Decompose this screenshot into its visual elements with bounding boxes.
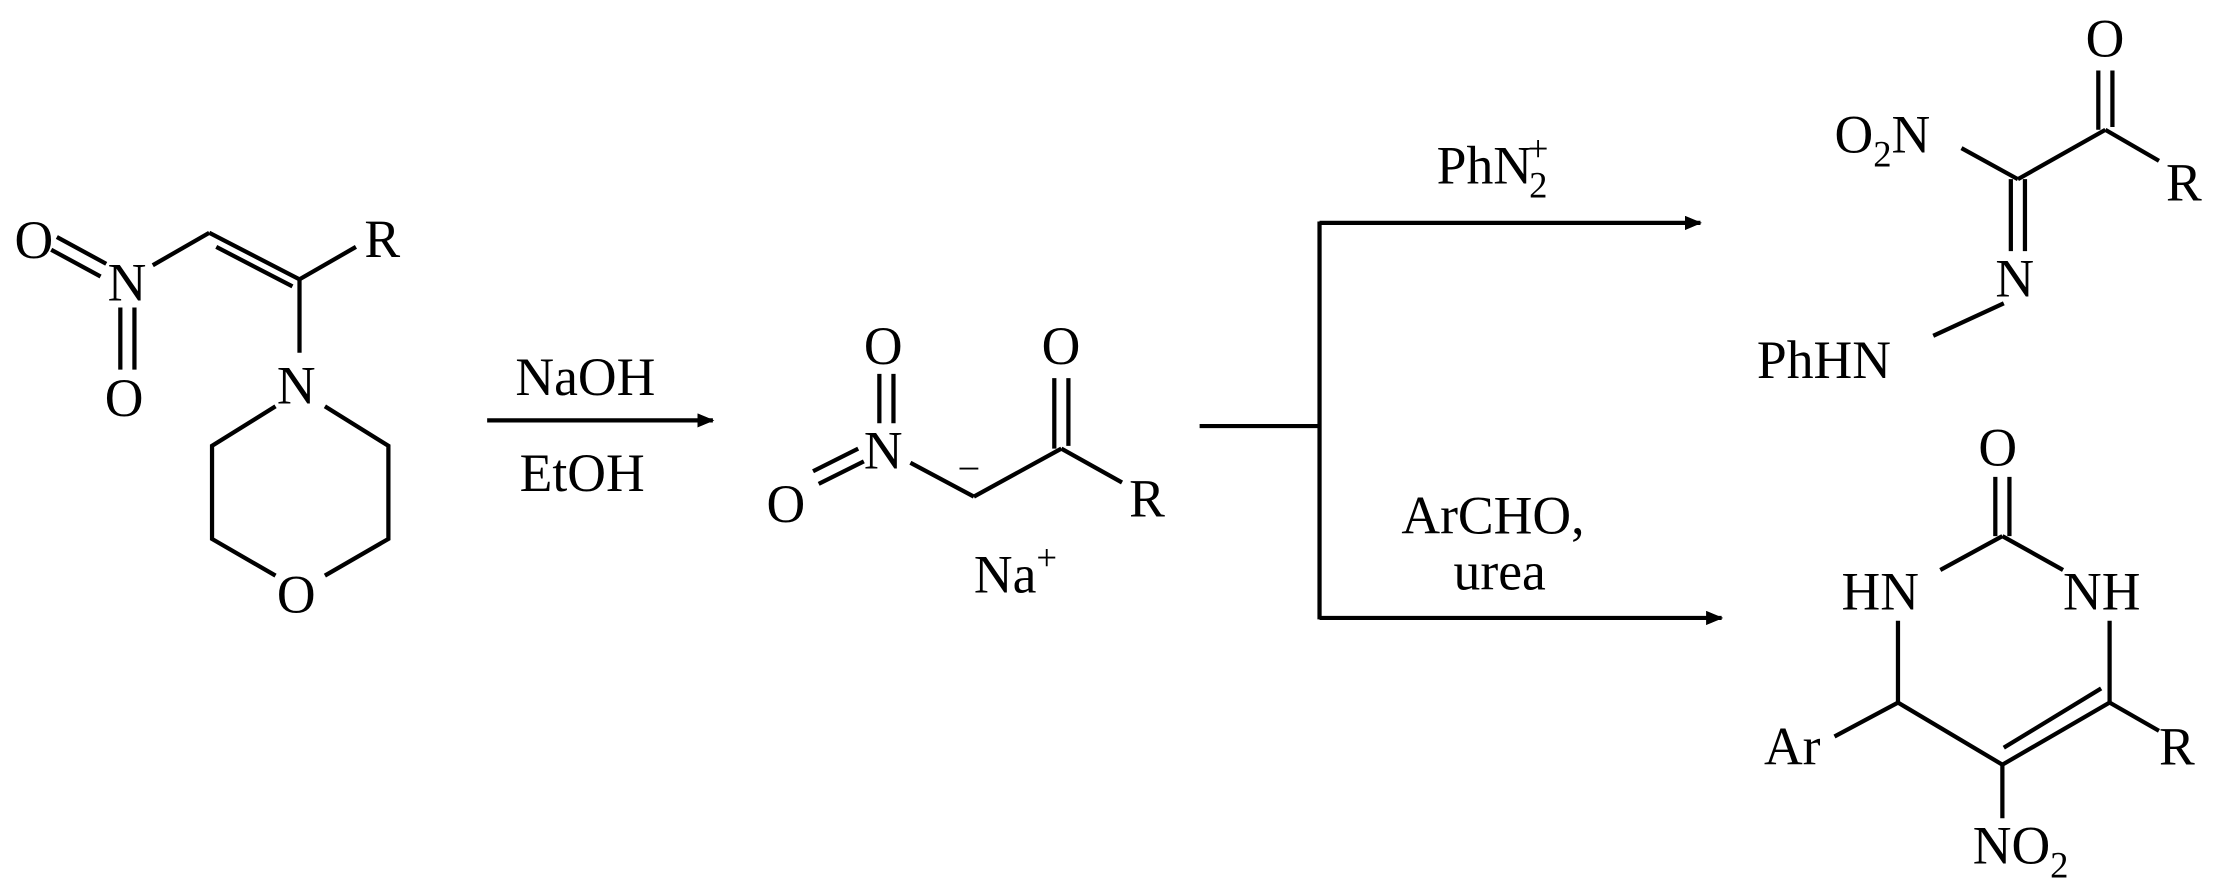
group-no2: O2N — [1834, 104, 1930, 174]
atom-o: O — [1978, 418, 2017, 478]
bond — [1939, 534, 2004, 572]
counterion-na: Na+ — [974, 537, 1057, 605]
group-nh: NH — [2063, 561, 2140, 621]
bond — [2016, 127, 2107, 182]
bond — [151, 230, 211, 268]
reagent-naoh: NaOH — [515, 347, 655, 407]
bond — [2108, 700, 2161, 733]
bond — [215, 245, 294, 289]
atom-n: N — [864, 420, 903, 480]
atom-n: N — [277, 355, 316, 415]
reagent-phenyldiazonium: PhN2+ — [1437, 128, 1549, 206]
label-part: O — [1834, 104, 1873, 164]
product-dihydropyrimidinone: O HN NH Ar R NO2 — [1764, 418, 2195, 886]
reagent-urea: urea — [1454, 542, 1546, 602]
label-part: PhN — [1437, 135, 1532, 195]
bond — [298, 245, 357, 282]
label-part: 2 — [1529, 165, 1547, 206]
bond — [1960, 146, 2019, 182]
group-no2: NO2 — [1973, 815, 2069, 885]
reactant-nitroenamine: O N O R N O — [15, 209, 401, 625]
reaction-arrow-1: NaOH EtOH — [487, 347, 715, 503]
branch-arrows: PhN2+ ArCHO, urea — [1199, 128, 1724, 625]
atom-ar: Ar — [1764, 717, 1821, 777]
atom-o: O — [864, 316, 903, 376]
bond — [909, 460, 975, 499]
group-hn: HN — [1842, 561, 1919, 621]
reagent-etoh: EtOH — [520, 443, 645, 503]
atom-o: O — [277, 564, 316, 624]
label-part: + — [1528, 128, 1549, 169]
bond — [812, 446, 860, 474]
label-part: + — [1036, 537, 1057, 578]
bond — [2001, 700, 2111, 767]
label-part: N — [1892, 104, 1931, 164]
group-phhn: PhHN — [1757, 330, 1891, 390]
product-hydrazone: O2N O R N PhHN — [1757, 8, 2202, 390]
atom-r: R — [2159, 717, 2195, 777]
bond — [1932, 301, 2005, 338]
atom-n: N — [1995, 248, 2034, 308]
atom-o: O — [766, 474, 805, 534]
bond — [2002, 686, 2103, 750]
charge-minus: – — [959, 444, 979, 485]
intermediate-nitronate-salt: O N O – O R Na+ — [766, 316, 1165, 605]
bond — [50, 247, 102, 279]
label-part: NO — [1973, 815, 2050, 875]
bond — [323, 404, 391, 578]
bond — [1896, 700, 2004, 767]
bond — [2104, 127, 2161, 163]
bond — [972, 446, 1063, 499]
atom-r: R — [1129, 468, 1165, 528]
atom-o: O — [15, 210, 54, 270]
reagent-archo: ArCHO, — [1401, 485, 1584, 545]
atom-n: N — [108, 253, 147, 313]
label-part: Na — [974, 545, 1037, 605]
label-part: 2 — [1873, 133, 1891, 174]
bond — [817, 459, 865, 486]
bond — [1833, 700, 1899, 739]
label-part: 2 — [2050, 845, 2068, 886]
bond — [1060, 446, 1124, 485]
atom-r: R — [2166, 152, 2202, 212]
bond — [55, 235, 108, 266]
bond — [2001, 534, 2065, 572]
atom-o: O — [1042, 316, 1081, 376]
bond — [208, 230, 301, 282]
atom-o: O — [2086, 8, 2125, 68]
atom-o: O — [105, 368, 144, 428]
atom-r: R — [364, 209, 400, 269]
bond — [209, 404, 277, 578]
